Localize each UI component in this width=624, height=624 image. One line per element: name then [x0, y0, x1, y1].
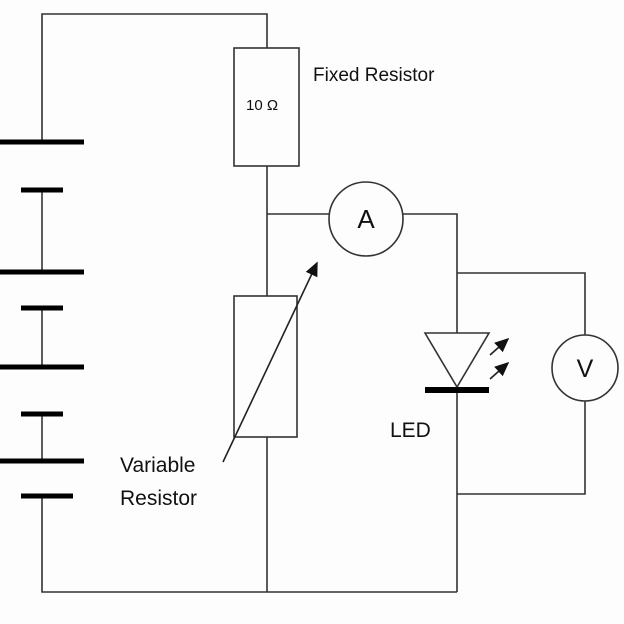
ammeter: A — [328, 181, 404, 257]
voltmeter: V — [551, 334, 619, 402]
fixed-resistor — [233, 47, 300, 167]
light-arrow-icon — [489, 361, 510, 380]
led-label: LED — [390, 419, 431, 442]
wires — [41, 13, 586, 593]
light-arrow-icon — [489, 337, 510, 356]
led — [423, 332, 510, 393]
ammeter-label: A — [357, 204, 375, 234]
battery-cells — [0, 139, 84, 499]
voltmeter-label: V — [577, 355, 594, 383]
variable-arrow-icon — [222, 261, 318, 463]
variable-resistor — [233, 295, 298, 438]
variable-resistor-label-line2: Resistor — [120, 487, 197, 510]
fixed-resistor-value: 10 Ω — [246, 97, 278, 114]
fixed-resistor-label: Fixed Resistor — [313, 65, 435, 86]
variable-resistor-label-line1: Variable — [120, 454, 196, 477]
